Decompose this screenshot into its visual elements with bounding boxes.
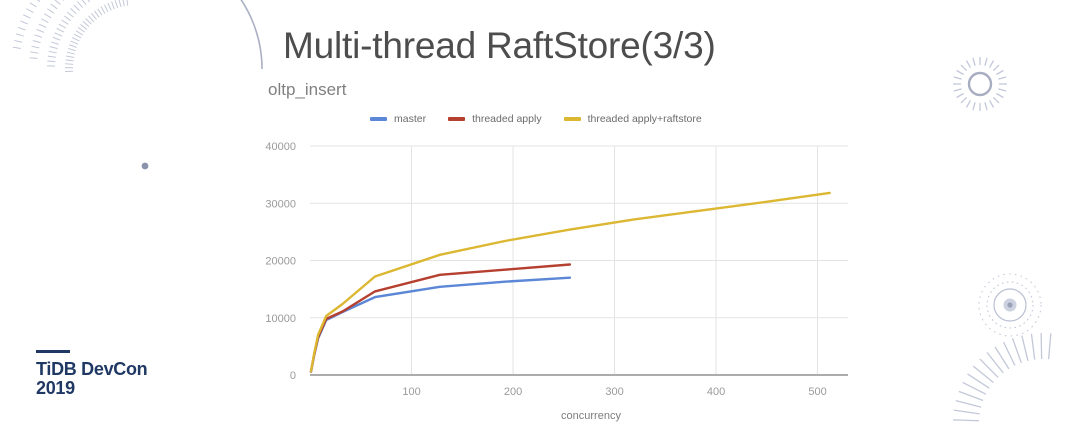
y-tick-label: 20000: [265, 256, 296, 268]
legend-label: threaded apply: [472, 113, 542, 125]
legend-label: master: [394, 113, 427, 125]
logo-line-1: TiDB DevCon: [36, 359, 148, 379]
legend-swatch-icon: [370, 117, 387, 121]
x-axis-title: concurrency: [561, 410, 621, 422]
chart-series: [309, 191, 831, 373]
logo-line-2: 2019: [36, 378, 75, 398]
chart-subtitle: oltp_insert: [268, 80, 347, 99]
legend-item-2[interactable]: threaded apply+raftstore: [563, 113, 702, 125]
legend-swatch-icon: [448, 117, 466, 121]
chart-gridlines: [310, 145, 848, 376]
y-tick-label: 10000: [265, 313, 296, 325]
y-tick-label: 30000: [265, 198, 296, 210]
x-tick-label: 100: [402, 386, 420, 398]
chart-legend: master threaded apply threaded apply+rafts…: [370, 113, 702, 125]
series-line-0: [309, 276, 572, 373]
page-title: Multi-thread RaftStore(3/3): [283, 25, 716, 66]
x-tick-label: 400: [707, 386, 725, 398]
y-tick-label: 40000: [265, 141, 296, 153]
x-tick-label: 200: [504, 386, 522, 398]
legend-label: threaded apply+raftstore: [587, 113, 702, 125]
tidb-devcon-logo: TiDB DevCon 2019: [36, 350, 148, 398]
series-line-2: [309, 191, 831, 373]
x-tick-label: 500: [808, 386, 826, 398]
legend-item-0[interactable]: master: [370, 113, 426, 125]
logo-rule: [36, 350, 70, 353]
legend-item-1[interactable]: threaded apply: [448, 113, 542, 125]
legend-swatch-icon: [563, 117, 581, 121]
x-tick-label: 300: [605, 386, 623, 398]
y-tick-label: 0: [290, 370, 296, 382]
chart-tick-labels: 0 10000 20000 30000 40000 100 200 300 400 500 conc…: [265, 141, 826, 422]
